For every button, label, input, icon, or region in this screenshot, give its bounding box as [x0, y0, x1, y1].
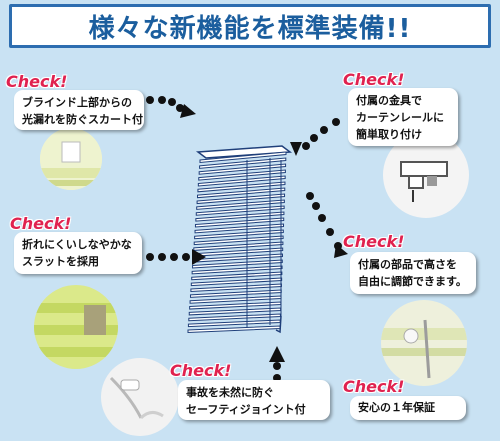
feature-callout-joint: 事故を未然に防ぐ セーフティジョイント付: [178, 380, 330, 420]
blind-slat: [193, 241, 284, 251]
check-label: Check!: [6, 72, 68, 91]
skirt-photo-graphic: [40, 128, 102, 190]
blind-slat: [191, 265, 283, 275]
feature-text: 安心の１年保証: [358, 401, 435, 414]
blind-slat: [195, 211, 285, 222]
feature-callout-bracket: 付属の金具で カーテンレールに 簡単取り付け: [348, 88, 458, 146]
arrow-head: [192, 249, 206, 265]
feature-callout-height: 付属の部品で高さを 自由に調節できます。: [350, 252, 476, 294]
blind-slat: [189, 301, 282, 310]
arrow-dot: [146, 96, 154, 104]
bracket-photo: [383, 132, 469, 218]
blind-slat: [199, 157, 287, 169]
feature-text: 光漏れを防ぐスカート付: [22, 113, 143, 126]
title-banner: 様々な新機能を標準装備!!: [9, 4, 491, 48]
feature-callout-warranty: 安心の１年保証: [350, 396, 466, 420]
feature-callout-slat: 折れにくいしなやかな スラットを採用: [14, 232, 142, 274]
arrow-dot: [158, 253, 166, 261]
arrow-dot: [302, 142, 310, 150]
feature-text: 付属の部品で高さを: [358, 258, 457, 271]
arrow-dot: [312, 202, 320, 210]
bracket-photo-graphic: [383, 132, 469, 218]
check-label: Check!: [170, 361, 232, 380]
feature-text: ブラインド上部からの: [22, 96, 132, 109]
blind-slat: [196, 193, 286, 205]
blind-slat: [188, 307, 282, 316]
blind-slat: [197, 187, 286, 199]
arrow-dot: [273, 362, 281, 370]
check-label: Check!: [343, 377, 405, 396]
blind-slat: [194, 223, 285, 234]
arrow-dot: [318, 214, 326, 222]
arrow-head: [290, 142, 302, 156]
blind-slat: [187, 319, 281, 328]
blind-slat: [197, 181, 286, 193]
blind-slat: [192, 259, 283, 269]
feature-text: 自由に調節できます。: [358, 275, 467, 288]
blind-slat: [198, 163, 287, 175]
blind-slat: [195, 205, 285, 216]
joint-photo: [101, 358, 179, 436]
arrow-dot: [168, 98, 176, 106]
arrow-dot: [146, 253, 154, 261]
arrow-dot: [306, 192, 314, 200]
arrow-head: [334, 244, 348, 258]
arrow-icons: [146, 96, 348, 394]
arrow-dot: [182, 253, 190, 261]
arrow-dot: [310, 134, 318, 142]
feature-text: セーフティジョイント付: [186, 403, 306, 416]
arrow-dot: [158, 96, 166, 104]
arrow-dot: [176, 104, 184, 112]
feature-text: 簡単取り付け: [356, 128, 422, 141]
arrow-dot: [332, 118, 340, 126]
arrow-dot: [320, 126, 328, 134]
feature-text: 折れにくいしなやかな: [22, 238, 132, 251]
cord-photo-graphic: [381, 300, 467, 386]
blind-slat: [194, 217, 285, 228]
joint-photo-graphic: [101, 358, 179, 436]
blind-slat: [190, 277, 283, 287]
blind-slat: [199, 151, 287, 164]
blind-slat: [194, 229, 284, 240]
check-label: Check!: [343, 70, 405, 89]
arrow-head: [269, 346, 285, 362]
blind-slat: [197, 175, 286, 187]
arrow-dot: [326, 228, 334, 236]
blind-slat: [188, 313, 281, 322]
arrow-dot: [170, 253, 178, 261]
check-label: Check!: [343, 232, 405, 251]
feature-text: 事故を未然に防ぐ: [186, 386, 274, 399]
feature-text: 付属の金具で: [356, 94, 422, 107]
cord-photo: [381, 300, 467, 386]
feature-callout-skirt: ブラインド上部からの 光漏れを防ぐスカート付: [14, 90, 144, 130]
feature-text: カーテンレールに: [356, 111, 444, 124]
blind-slat: [198, 169, 286, 181]
blind: [187, 145, 293, 334]
slat-photo: [34, 285, 118, 369]
arrow-head: [180, 104, 196, 118]
blind-slat: [191, 271, 283, 281]
feature-text: スラットを採用: [22, 255, 99, 268]
check-label: Check!: [10, 214, 72, 233]
page-title: 様々な新機能を標準装備!!: [88, 13, 412, 44]
blind-slat: [196, 199, 285, 210]
blind-slat: [193, 235, 284, 246]
blind-slat: [187, 325, 281, 334]
slat-photo-graphic: [34, 285, 118, 369]
skirt-photo: [40, 128, 102, 190]
